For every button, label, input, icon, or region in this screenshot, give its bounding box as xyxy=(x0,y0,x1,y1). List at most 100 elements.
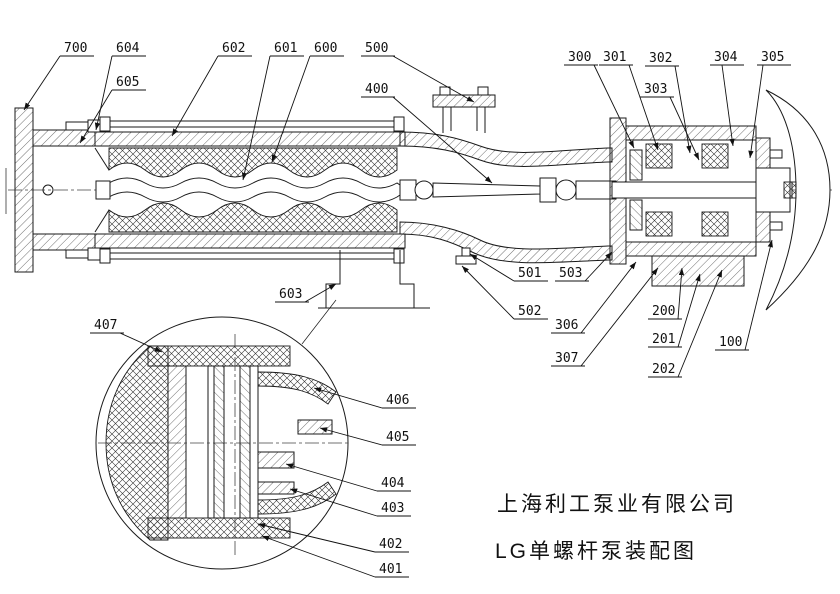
svg-text:404: 404 xyxy=(381,476,405,491)
svg-text:100: 100 xyxy=(719,335,742,350)
discharge-casing xyxy=(399,86,613,265)
part-label-401: 401 xyxy=(261,535,409,578)
seal-bottom-cap xyxy=(147,517,291,539)
part-label-700: 700 xyxy=(23,41,94,111)
part-label-305: 305 xyxy=(748,50,791,159)
screw-rotor xyxy=(108,177,401,203)
svg-text:403: 403 xyxy=(381,501,404,516)
svg-text:407: 407 xyxy=(94,318,117,333)
svg-text:402: 402 xyxy=(379,537,402,552)
svg-text:301: 301 xyxy=(603,50,626,65)
part-label-601: 601 xyxy=(241,41,304,181)
part-label-200: 200 xyxy=(648,267,685,320)
part-label-406: 406 xyxy=(313,387,416,409)
rotor-head xyxy=(95,180,111,200)
bearing-rear-upper xyxy=(701,143,729,169)
svg-text:602: 602 xyxy=(222,41,245,56)
seal-top-cap xyxy=(147,345,291,367)
svg-text:604: 604 xyxy=(116,41,140,56)
part-label-302: 302 xyxy=(645,51,692,154)
svg-text:307: 307 xyxy=(555,351,578,366)
company-name: 上海利工泵业有限公司 xyxy=(497,493,737,516)
part-label-300: 300 xyxy=(564,50,635,149)
svg-text:306: 306 xyxy=(555,318,578,333)
flange-bolt xyxy=(65,121,89,131)
part-label-404: 404 xyxy=(285,463,411,492)
part-label-400: 400 xyxy=(361,82,493,184)
part-label-405: 405 xyxy=(319,427,416,446)
bearing-front-upper xyxy=(645,143,673,169)
part-label-201: 201 xyxy=(648,273,701,348)
discharge-flange xyxy=(432,94,496,108)
part-label-500: 500 xyxy=(361,41,475,103)
svg-text:605: 605 xyxy=(116,75,139,90)
svg-text:400: 400 xyxy=(365,82,388,97)
casing-nut xyxy=(455,255,477,265)
part-label-301: 301 xyxy=(599,50,659,151)
stator-rubber-top xyxy=(108,147,398,178)
tie-rods xyxy=(99,116,405,264)
connecting-rod xyxy=(432,182,541,198)
part-label-502: 502 xyxy=(461,265,548,320)
part-label-503: 503 xyxy=(555,251,613,282)
joint-left xyxy=(414,180,434,200)
detail-reference-line xyxy=(301,299,337,345)
svg-text:405: 405 xyxy=(386,430,409,445)
part-label-501: 501 xyxy=(469,253,548,282)
part-label-303: 303 xyxy=(640,82,700,161)
detail-view xyxy=(95,316,350,570)
pulley xyxy=(755,89,831,311)
stator xyxy=(94,131,406,249)
bearing-front-lower xyxy=(645,211,673,237)
svg-text:303: 303 xyxy=(644,82,667,97)
svg-text:304: 304 xyxy=(714,50,738,65)
seal-ring-mid xyxy=(257,451,295,469)
part-label-307: 307 xyxy=(551,267,659,367)
part-labels: 700 604 605 602 601 600 500 400 300 301 302 303 304 3… xyxy=(23,41,791,578)
part-label-402: 402 xyxy=(257,523,409,553)
part-label-407: 407 xyxy=(90,318,163,353)
stator-tube-bottom xyxy=(94,233,406,249)
svg-text:502: 502 xyxy=(518,304,541,319)
seal-cup-top xyxy=(257,371,337,405)
svg-text:305: 305 xyxy=(761,50,784,65)
part-label-100: 100 xyxy=(715,239,773,351)
part-label-202: 202 xyxy=(648,269,723,378)
coupling-rod xyxy=(399,177,617,203)
shaft-seal-upper xyxy=(629,149,643,181)
svg-text:202: 202 xyxy=(652,362,675,377)
bearing-rear-lower xyxy=(701,211,729,237)
part-label-403: 403 xyxy=(289,488,411,517)
part-label-603: 603 xyxy=(275,283,337,303)
svg-text:500: 500 xyxy=(365,41,388,56)
svg-text:501: 501 xyxy=(518,266,541,281)
seal-sleeve xyxy=(167,365,187,519)
drain-plug xyxy=(42,184,54,196)
svg-text:601: 601 xyxy=(274,41,297,56)
foot-bracket xyxy=(318,250,430,309)
svg-text:201: 201 xyxy=(652,332,675,347)
part-label-306: 306 xyxy=(551,261,637,334)
seal-ring-inner xyxy=(257,481,295,495)
seal-cup-bottom xyxy=(257,481,337,515)
svg-text:300: 300 xyxy=(568,50,591,65)
seal-shell xyxy=(105,345,169,541)
stator-rubber-bottom xyxy=(108,202,398,233)
svg-text:406: 406 xyxy=(386,393,409,408)
shaft-seal-lower xyxy=(629,199,643,231)
drawing-title: LG单螺杆泵装配图 xyxy=(495,540,698,563)
joint-right xyxy=(555,179,577,201)
stator-tube-top xyxy=(94,131,406,147)
seal-ring-outer xyxy=(297,419,333,435)
part-label-304: 304 xyxy=(710,50,744,147)
part-label-604: 604 xyxy=(94,41,146,131)
part-label-605: 605 xyxy=(79,75,146,144)
part-label-600: 600 xyxy=(271,41,344,163)
svg-text:302: 302 xyxy=(649,51,672,66)
svg-text:603: 603 xyxy=(279,287,302,302)
svg-text:503: 503 xyxy=(559,266,582,281)
shaft-key xyxy=(783,181,797,199)
svg-text:600: 600 xyxy=(314,41,337,56)
